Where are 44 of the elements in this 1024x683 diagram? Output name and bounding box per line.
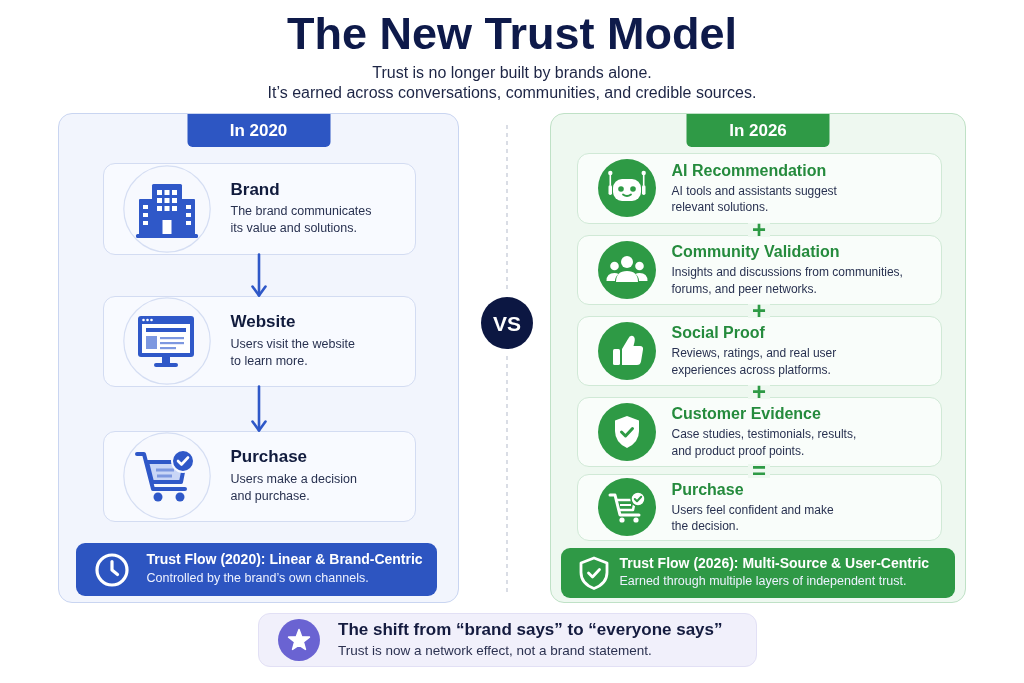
card-title: Social Proof: [671, 323, 765, 343]
card-title: Website: [230, 312, 296, 333]
step-card: [102, 430, 416, 522]
arrow: [251, 253, 267, 297]
card-description: Insights and discussions from communities, forums, and peer networks.: [671, 264, 904, 297]
card-title: Purchase: [671, 479, 744, 499]
callout-text: Trust is now a network effect, not a brand statement.: [338, 642, 652, 661]
card-description: The brand communicates its value and solutions.: [230, 203, 373, 238]
comparison-panel: [58, 113, 459, 603]
comparison-panel: [550, 113, 966, 603]
step-card: [576, 234, 942, 305]
card-title: AI Recommendation: [671, 160, 827, 180]
card-title: Customer Evidence: [671, 404, 821, 424]
section-tab: In 2020: [187, 114, 330, 147]
step-card: [576, 315, 942, 386]
card-description: Case studies, testimonials, results, and product proof points.: [671, 426, 858, 459]
card-description: Reviews, ratings, and real user experiences across platforms.: [671, 345, 838, 378]
banner-title: Trust Flow (2026): Multi-Source & User-Centric: [619, 554, 930, 572]
vs-label: VS: [493, 312, 521, 334]
callout-title: The shift from “brand says” to “everyone says”: [338, 619, 723, 641]
card-description: Users feel confident and make the decision.: [671, 501, 835, 535]
summary-banner: [560, 547, 955, 598]
step-card: [102, 162, 416, 255]
arrow: [251, 385, 267, 432]
section-tab: In 2026: [686, 114, 830, 147]
step-card: [576, 152, 942, 224]
vs-circle: [481, 297, 533, 349]
card-title: Purchase: [230, 447, 308, 468]
step-card: [576, 473, 942, 541]
banner-title: Trust Flow (2020): Linear & Brand-Centric: [146, 551, 423, 568]
callout-card: [258, 613, 757, 667]
step-card: [102, 295, 416, 387]
step-card: [576, 396, 942, 467]
title: The New Trust Model: [287, 9, 737, 59]
banner-text: Earned through multiple layers of independent trust.: [619, 573, 907, 591]
card-description: AI tools and assistants suggest relevant solutions.: [671, 182, 838, 216]
card-description: Users make a decision and purchase.: [230, 470, 358, 505]
subtitle: It’s earned across conversations, communities, and credible sources.: [267, 83, 757, 103]
card-description: Users visit the website to learn more.: [230, 335, 356, 370]
banner-text: Controlled by the brand’s own channels.: [146, 569, 369, 587]
card-title: Brand: [230, 179, 280, 201]
subtitle: Trust is no longer built by brands alone.: [372, 63, 652, 83]
summary-banner: [75, 542, 437, 596]
card-title: Community Validation: [671, 242, 840, 262]
